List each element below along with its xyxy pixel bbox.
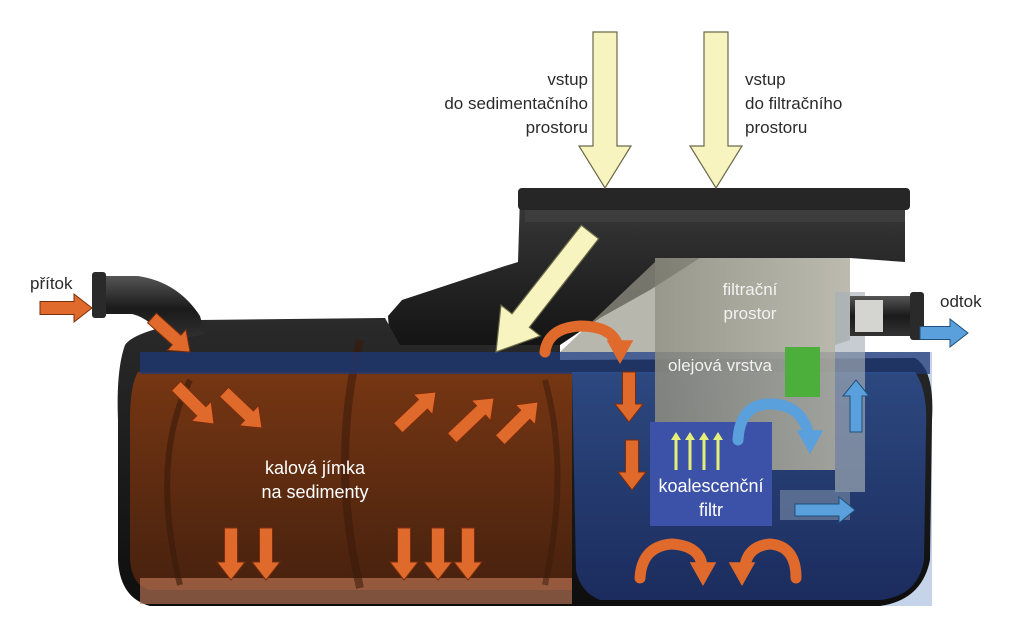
flow-arrow-sludge-5 xyxy=(494,401,539,446)
flow-arrow-down-1 xyxy=(215,527,247,581)
label-outflow: odtok xyxy=(940,292,982,311)
sludge-wall-right xyxy=(542,379,561,586)
label-coalescent-line1: koalescenční xyxy=(658,476,764,496)
oil-layer-marker xyxy=(785,347,820,397)
filter-up-arrow-3 xyxy=(699,432,709,470)
flow-arrow-chamber-2 xyxy=(616,439,648,491)
label-inlet-fil-line2: do filtračního xyxy=(745,94,843,113)
filter-up-arrows xyxy=(671,432,723,470)
curved-arrow-top-head xyxy=(606,340,634,364)
filter-up-arrow-4 xyxy=(713,432,723,470)
clean-arrow-outflow xyxy=(919,317,969,349)
inlet-pipe xyxy=(96,276,205,342)
label-inlet-sed-line3: prostoru xyxy=(525,118,588,137)
access-arrow-sedimentation xyxy=(577,31,633,190)
flow-arrow-sludge-2 xyxy=(218,386,263,429)
access-arrow-filtration xyxy=(688,31,744,190)
label-inlet-filtration: vstup do filtračního prostoru xyxy=(745,68,945,140)
outlet-inner xyxy=(855,300,883,332)
curved-arrow-bottom-left-head xyxy=(689,562,717,586)
filter-up-arrow-2 xyxy=(685,432,695,470)
curved-arrow-bottom-right-head xyxy=(728,562,756,586)
label-coalescent-line2: filtr xyxy=(699,500,723,520)
inlet-flange xyxy=(92,272,106,318)
curved-flow-arrows xyxy=(539,320,824,586)
label-coalescent-filter: koalescenční filtr xyxy=(630,474,792,522)
lid-rim-band xyxy=(525,210,905,222)
label-filter-space-line2: prostor xyxy=(723,304,777,323)
label-inlet-fil-line1: vstup xyxy=(745,70,786,89)
flow-arrow-down-3 xyxy=(388,527,420,581)
label-inlet-sedimentation: vstup do sedimentačního prostoru xyxy=(380,68,588,140)
flow-arrow-down-5 xyxy=(452,527,484,581)
label-filter-space: filtrační prostor xyxy=(690,278,810,326)
label-sludge-tank: kalová jímka na sedimenty xyxy=(245,456,385,504)
label-inlet-sed-line2: do sedimentačního xyxy=(444,94,588,113)
access-arrows xyxy=(495,31,744,353)
curved-arrow-clean-head xyxy=(796,430,824,454)
curved-arrow-bottom-left xyxy=(634,538,708,584)
label-inflow: přítok xyxy=(30,274,73,293)
access-arrow-diagonal xyxy=(495,224,600,353)
curved-arrow-top xyxy=(539,320,624,358)
flow-arrow-pipe xyxy=(146,312,191,353)
curved-arrow-clean xyxy=(732,398,814,446)
clean-water-arrows xyxy=(794,317,969,525)
flow-arrow-inflow xyxy=(39,292,93,324)
curved-arrow-bottom-right xyxy=(739,538,802,584)
clean-arrow-riser xyxy=(841,379,871,433)
flow-arrow-down-4 xyxy=(422,527,454,581)
label-inlet-sed-line1: vstup xyxy=(547,70,588,89)
label-filter-space-line1: filtrační xyxy=(722,280,778,299)
lid-rim xyxy=(518,188,910,210)
filter-up-arrow-1 xyxy=(671,432,681,470)
label-sludge-line1: kalová jímka xyxy=(264,458,366,478)
clean-arrow-channel xyxy=(794,495,856,525)
flow-arrow-sludge-1 xyxy=(170,380,215,425)
flow-arrow-sludge-3 xyxy=(392,391,437,434)
flow-arrows xyxy=(39,292,648,581)
flow-arrow-down-2 xyxy=(250,527,282,581)
coalescent-filter xyxy=(650,422,772,526)
label-oil-layer: olejová vrstva xyxy=(668,356,772,375)
flow-arrow-sludge-4 xyxy=(446,397,495,444)
label-inlet-fil-line3: prostoru xyxy=(745,118,808,137)
flow-arrow-chamber-1 xyxy=(613,371,645,423)
label-sludge-line2: na sedimenty xyxy=(261,482,369,502)
